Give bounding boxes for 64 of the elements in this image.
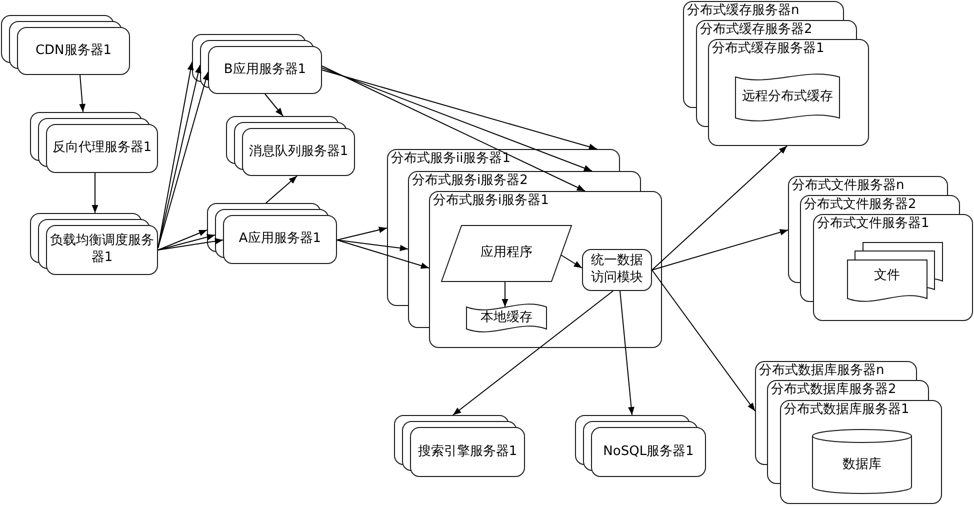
server-label: NoSQL服务器1: [603, 444, 694, 460]
shape-label: 应用程序: [480, 245, 532, 262]
server-label: CDN服务器1: [35, 42, 112, 60]
server-panel-stack: [755, 361, 942, 504]
arrow: [620, 290, 634, 416]
panel-title: 分布式文件服务器1: [817, 216, 930, 232]
server-stack: [192, 34, 322, 94]
panel-title: 分布式缓存服务器1: [712, 41, 824, 57]
arrow: [158, 62, 194, 248]
panel-title: 分布式服务i服务器2: [412, 173, 528, 189]
server-stack: [30, 213, 158, 275]
arrow: [652, 270, 756, 412]
server-stack: [226, 116, 355, 176]
arrow: [452, 290, 614, 416]
panel-title: 分布式缓存服务器n: [687, 3, 800, 19]
server-stack: [394, 415, 525, 477]
server-label: 消息队列服务器1: [248, 144, 348, 160]
arrow: [322, 68, 592, 172]
arrow: [266, 176, 298, 204]
server-panel-stack: [683, 1, 869, 146]
server-stack: [30, 112, 158, 173]
arrow: [652, 229, 788, 270]
arrow: [560, 254, 582, 268]
shape-label: 文件: [874, 268, 900, 285]
arrow: [158, 234, 216, 250]
panel-title: 分布式缓存服务器2: [700, 22, 812, 38]
panel-title: 分布式数据库服务器1: [784, 402, 910, 418]
server-panel-stack: [387, 149, 662, 348]
server-label: B应用服务器1: [224, 62, 306, 78]
server-panel-stack: [788, 176, 973, 321]
panel-title: 分布式数据库服务器2: [771, 382, 896, 398]
server-stack: [575, 415, 706, 477]
tape-shape: [466, 302, 547, 334]
process-parallelogram: [441, 225, 572, 282]
arrow: [336, 226, 388, 240]
server-stack: [1, 15, 130, 75]
arrow: [502, 282, 508, 308]
panel-title: 分布式数据库服务器n: [759, 363, 884, 379]
server-label: 反向代理服务器1: [52, 140, 152, 157]
arrow: [158, 238, 224, 250]
arrow: [322, 66, 586, 192]
arrow: [92, 172, 98, 214]
arrow: [264, 94, 284, 116]
arrow: [158, 230, 208, 250]
shape-label: 远程分布式缓存: [742, 89, 833, 106]
arrow: [336, 240, 430, 269]
shape-label: 本地缓存: [480, 310, 532, 326]
shape-label: 数据库: [842, 456, 882, 474]
arrow: [652, 146, 788, 270]
server-stack: [207, 203, 337, 264]
arrow: [336, 240, 408, 252]
arrow: [158, 72, 209, 248]
server-label: 搜索引擎服务器1: [418, 444, 518, 460]
arrow: [79, 74, 86, 112]
document-stack: [847, 242, 943, 305]
panel-title: 分布式文件服务器n: [792, 178, 904, 194]
server-label: 负载均衡调度服务器1: [49, 233, 155, 267]
arrow: [158, 64, 202, 248]
arrow: [322, 70, 598, 150]
panel-title: 分布式文件服务器2: [804, 197, 916, 213]
server-label: A应用服务器1: [238, 231, 322, 248]
panel-title: 分布式服务i服务器1: [433, 193, 549, 209]
module-label: 统一数据访问模块: [590, 253, 644, 287]
module-box: [582, 249, 652, 291]
